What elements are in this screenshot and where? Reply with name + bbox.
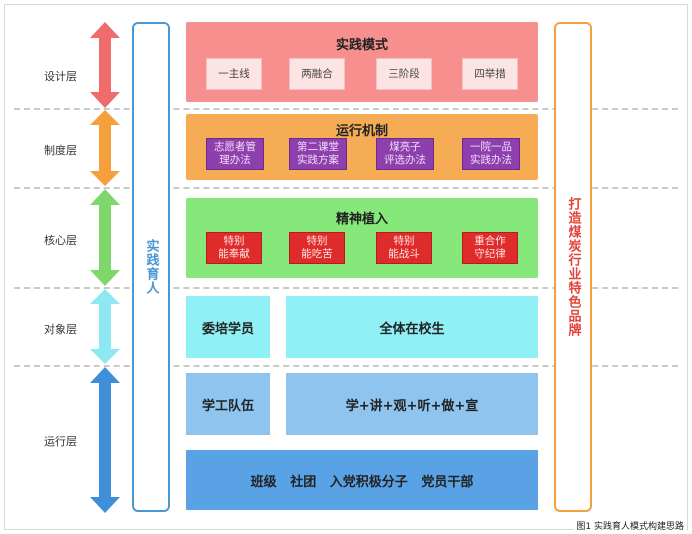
layer-label-target: 对象层 [44, 323, 77, 336]
mechanism-item: 第二课堂 实践方案 [289, 138, 347, 170]
layer-divider [14, 108, 678, 110]
spirit-item: 特别 能战斗 [376, 232, 432, 264]
system-layer-arrow [90, 110, 120, 186]
layer-divider [14, 187, 678, 189]
layer-label-core: 核心层 [44, 234, 77, 247]
core-layer-arrow [90, 189, 120, 286]
spirit-item: 重合作 守纪律 [462, 232, 518, 264]
operation-layer-arrow [90, 367, 120, 513]
practice-mode-item: 两融合 [289, 58, 345, 90]
activities-block: 学+讲+观+听+做+宣 [286, 373, 538, 435]
layer-label-design: 设计层 [44, 70, 77, 83]
mechanism-item: 志愿者管 理办法 [206, 138, 264, 170]
staff-team-block: 学工队伍 [186, 373, 270, 435]
base-organizations-block: 班级 社团 入党积极分子 党员干部 [186, 450, 538, 510]
practice-mode-panel: 实践模式 一主线 两融合 三阶段 四举措 [186, 22, 538, 102]
all-students-block: 全体在校生 [286, 296, 538, 358]
practice-education-column: 实践育人 [132, 22, 170, 512]
diagram-frame [4, 4, 688, 530]
brand-column: 打造煤炭行业特色品牌 [554, 22, 592, 512]
design-layer-arrow [90, 22, 120, 108]
commissioned-students-block: 委培学员 [186, 296, 270, 358]
layer-label-operation: 运行层 [44, 435, 77, 448]
spirit-item: 特别 能奉献 [206, 232, 262, 264]
practice-mode-item: 一主线 [206, 58, 262, 90]
layer-divider [14, 365, 678, 367]
spirit-item: 特别 能吃苦 [289, 232, 345, 264]
mechanism-item: 一院一品 实践办法 [462, 138, 520, 170]
figure-caption: 图1 实践育人模式构建思路 [574, 519, 686, 532]
layer-label-system: 制度层 [44, 144, 77, 157]
practice-mode-title: 实践模式 [335, 38, 388, 53]
brand-label: 打造煤炭行业特色品牌 [565, 197, 581, 337]
mechanism-title: 运行机制 [335, 124, 388, 139]
spirit-title: 精神植入 [335, 212, 388, 227]
target-layer-arrow [90, 289, 120, 364]
layer-divider [14, 287, 678, 289]
practice-mode-item: 三阶段 [376, 58, 432, 90]
mechanism-item: 煤亮子 评选办法 [376, 138, 434, 170]
spirit-panel: 精神植入 特别 能奉献 特别 能吃苦 特别 能战斗 重合作 守纪律 [186, 198, 538, 278]
mechanism-panel: 运行机制 志愿者管 理办法 第二课堂 实践方案 煤亮子 评选办法 一院一品 实践… [186, 114, 538, 180]
practice-mode-item: 四举措 [462, 58, 518, 90]
practice-education-label: 实践育人 [143, 239, 159, 295]
